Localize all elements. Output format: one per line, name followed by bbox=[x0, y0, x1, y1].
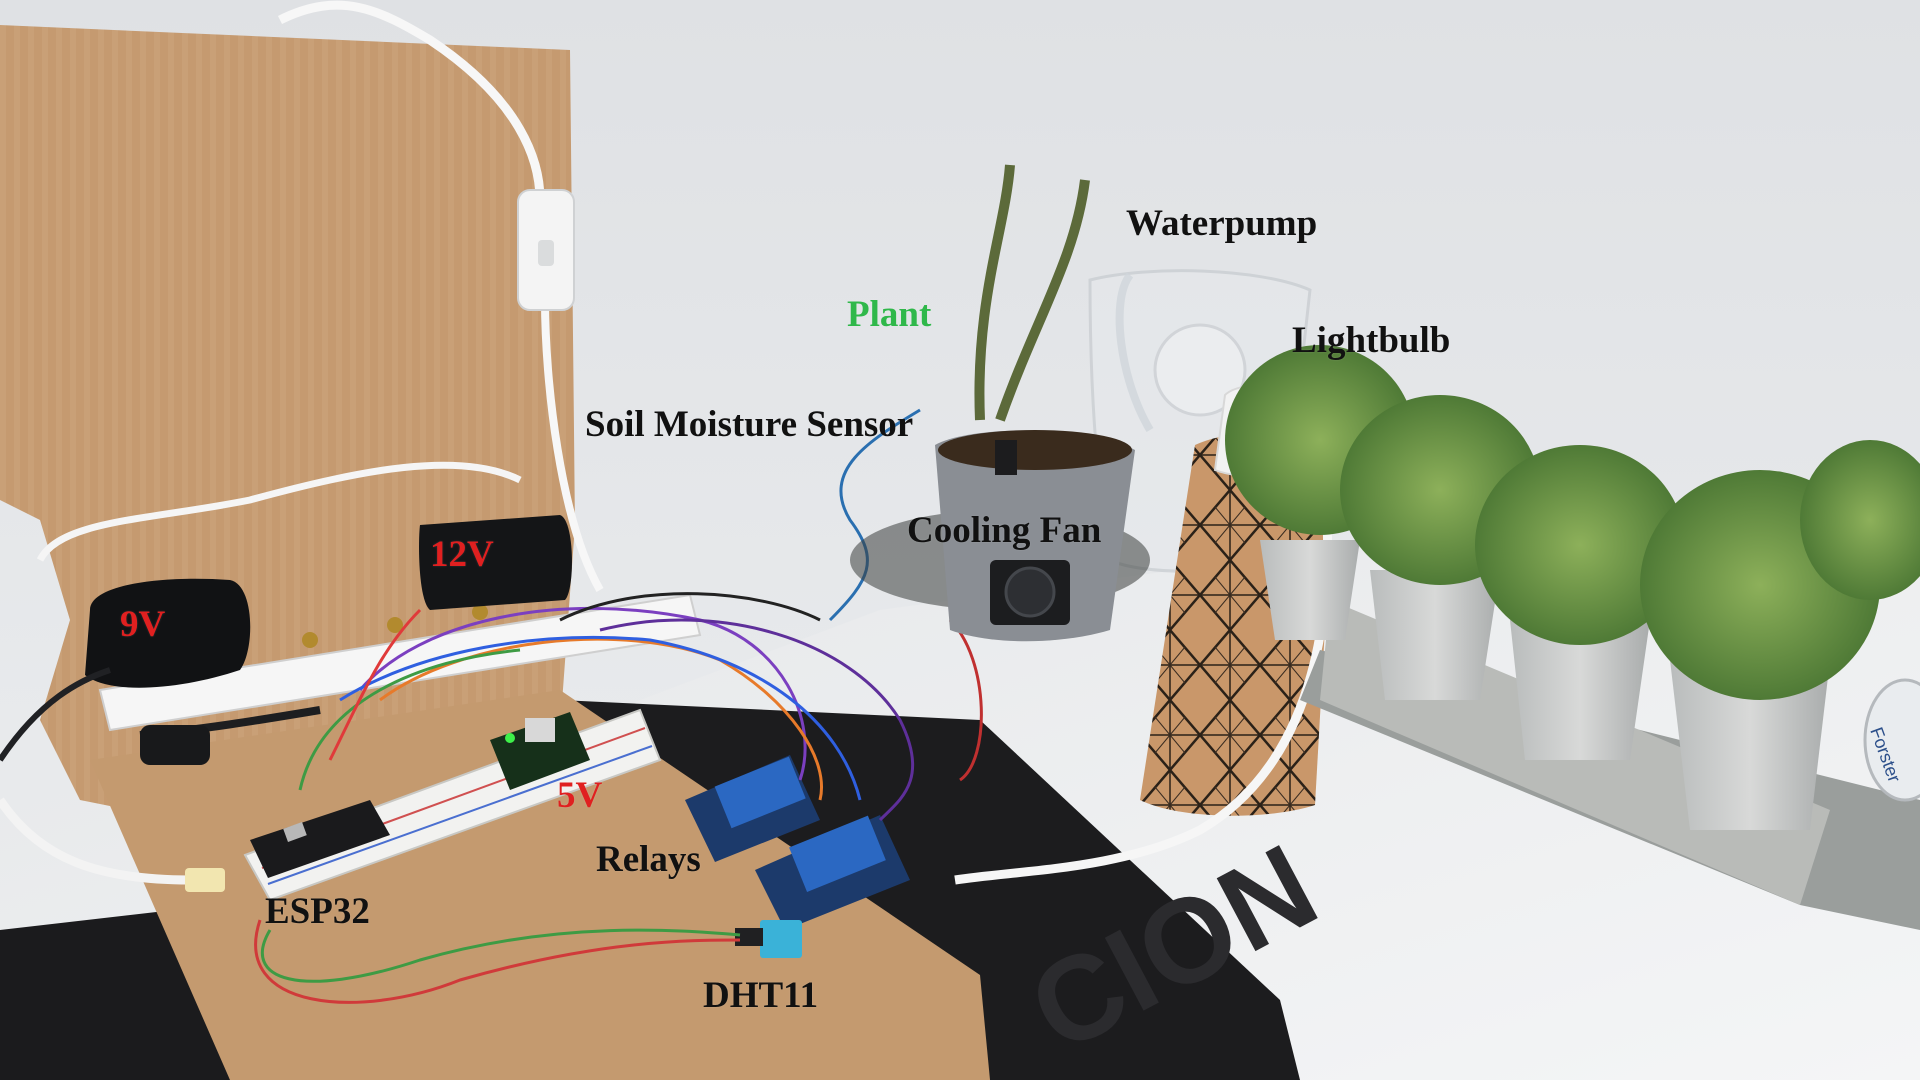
lightbulb bbox=[1153, 323, 1247, 417]
strip-socket bbox=[302, 632, 318, 648]
dht11-sensor bbox=[760, 920, 802, 958]
soil-sensor-probe bbox=[995, 440, 1017, 475]
relay-1 bbox=[714, 756, 806, 829]
label-9v: 9V bbox=[120, 604, 166, 645]
cooling-fan-blades bbox=[1004, 566, 1056, 618]
label-waterpump: Waterpump bbox=[1126, 203, 1318, 244]
label-5v: 5V bbox=[557, 775, 603, 816]
breadboard-rail bbox=[267, 745, 653, 885]
label-dht11: DHT11 bbox=[703, 975, 819, 1016]
label-cooling-fan: Cooling Fan bbox=[907, 510, 1102, 551]
plant-pot bbox=[935, 430, 1135, 642]
power-led bbox=[505, 733, 515, 743]
power-module bbox=[490, 712, 590, 790]
decor-plants bbox=[1225, 345, 1920, 830]
relay-2 bbox=[789, 815, 886, 892]
power-cable-top bbox=[277, 0, 545, 201]
ferrite-core bbox=[140, 725, 210, 765]
adapter-12v bbox=[419, 515, 572, 610]
power-cable-switch bbox=[541, 299, 604, 592]
esp32-board bbox=[250, 800, 390, 878]
water-tube bbox=[1115, 272, 1154, 433]
usb-cable bbox=[0, 797, 191, 885]
plant-stem bbox=[974, 164, 1015, 421]
adapter-cable bbox=[0, 667, 111, 762]
tape-roll bbox=[1863, 678, 1920, 802]
jumper-wires bbox=[254, 408, 983, 1004]
inline-switch-rocker bbox=[538, 240, 554, 266]
label-soil-moisture-sensor: Soil Moisture Sensor bbox=[585, 404, 914, 445]
strip-socket bbox=[387, 617, 403, 633]
plant-stem bbox=[995, 179, 1090, 422]
label-esp32: ESP32 bbox=[265, 891, 370, 932]
power-strip bbox=[98, 593, 702, 732]
power-module-jack bbox=[525, 718, 555, 742]
soil bbox=[938, 430, 1132, 470]
strip-socket bbox=[472, 604, 488, 620]
label-lightbulb: Lightbulb bbox=[1292, 320, 1451, 361]
label-12v: 12V bbox=[430, 534, 494, 575]
adapter-9v bbox=[85, 578, 251, 688]
dht11-connector bbox=[735, 928, 763, 946]
label-plant: Plant bbox=[847, 294, 932, 335]
usb-connector bbox=[185, 868, 225, 892]
esp32-chip bbox=[283, 822, 307, 842]
label-relays: Relays bbox=[596, 839, 701, 880]
power-cable-loop bbox=[36, 461, 522, 562]
